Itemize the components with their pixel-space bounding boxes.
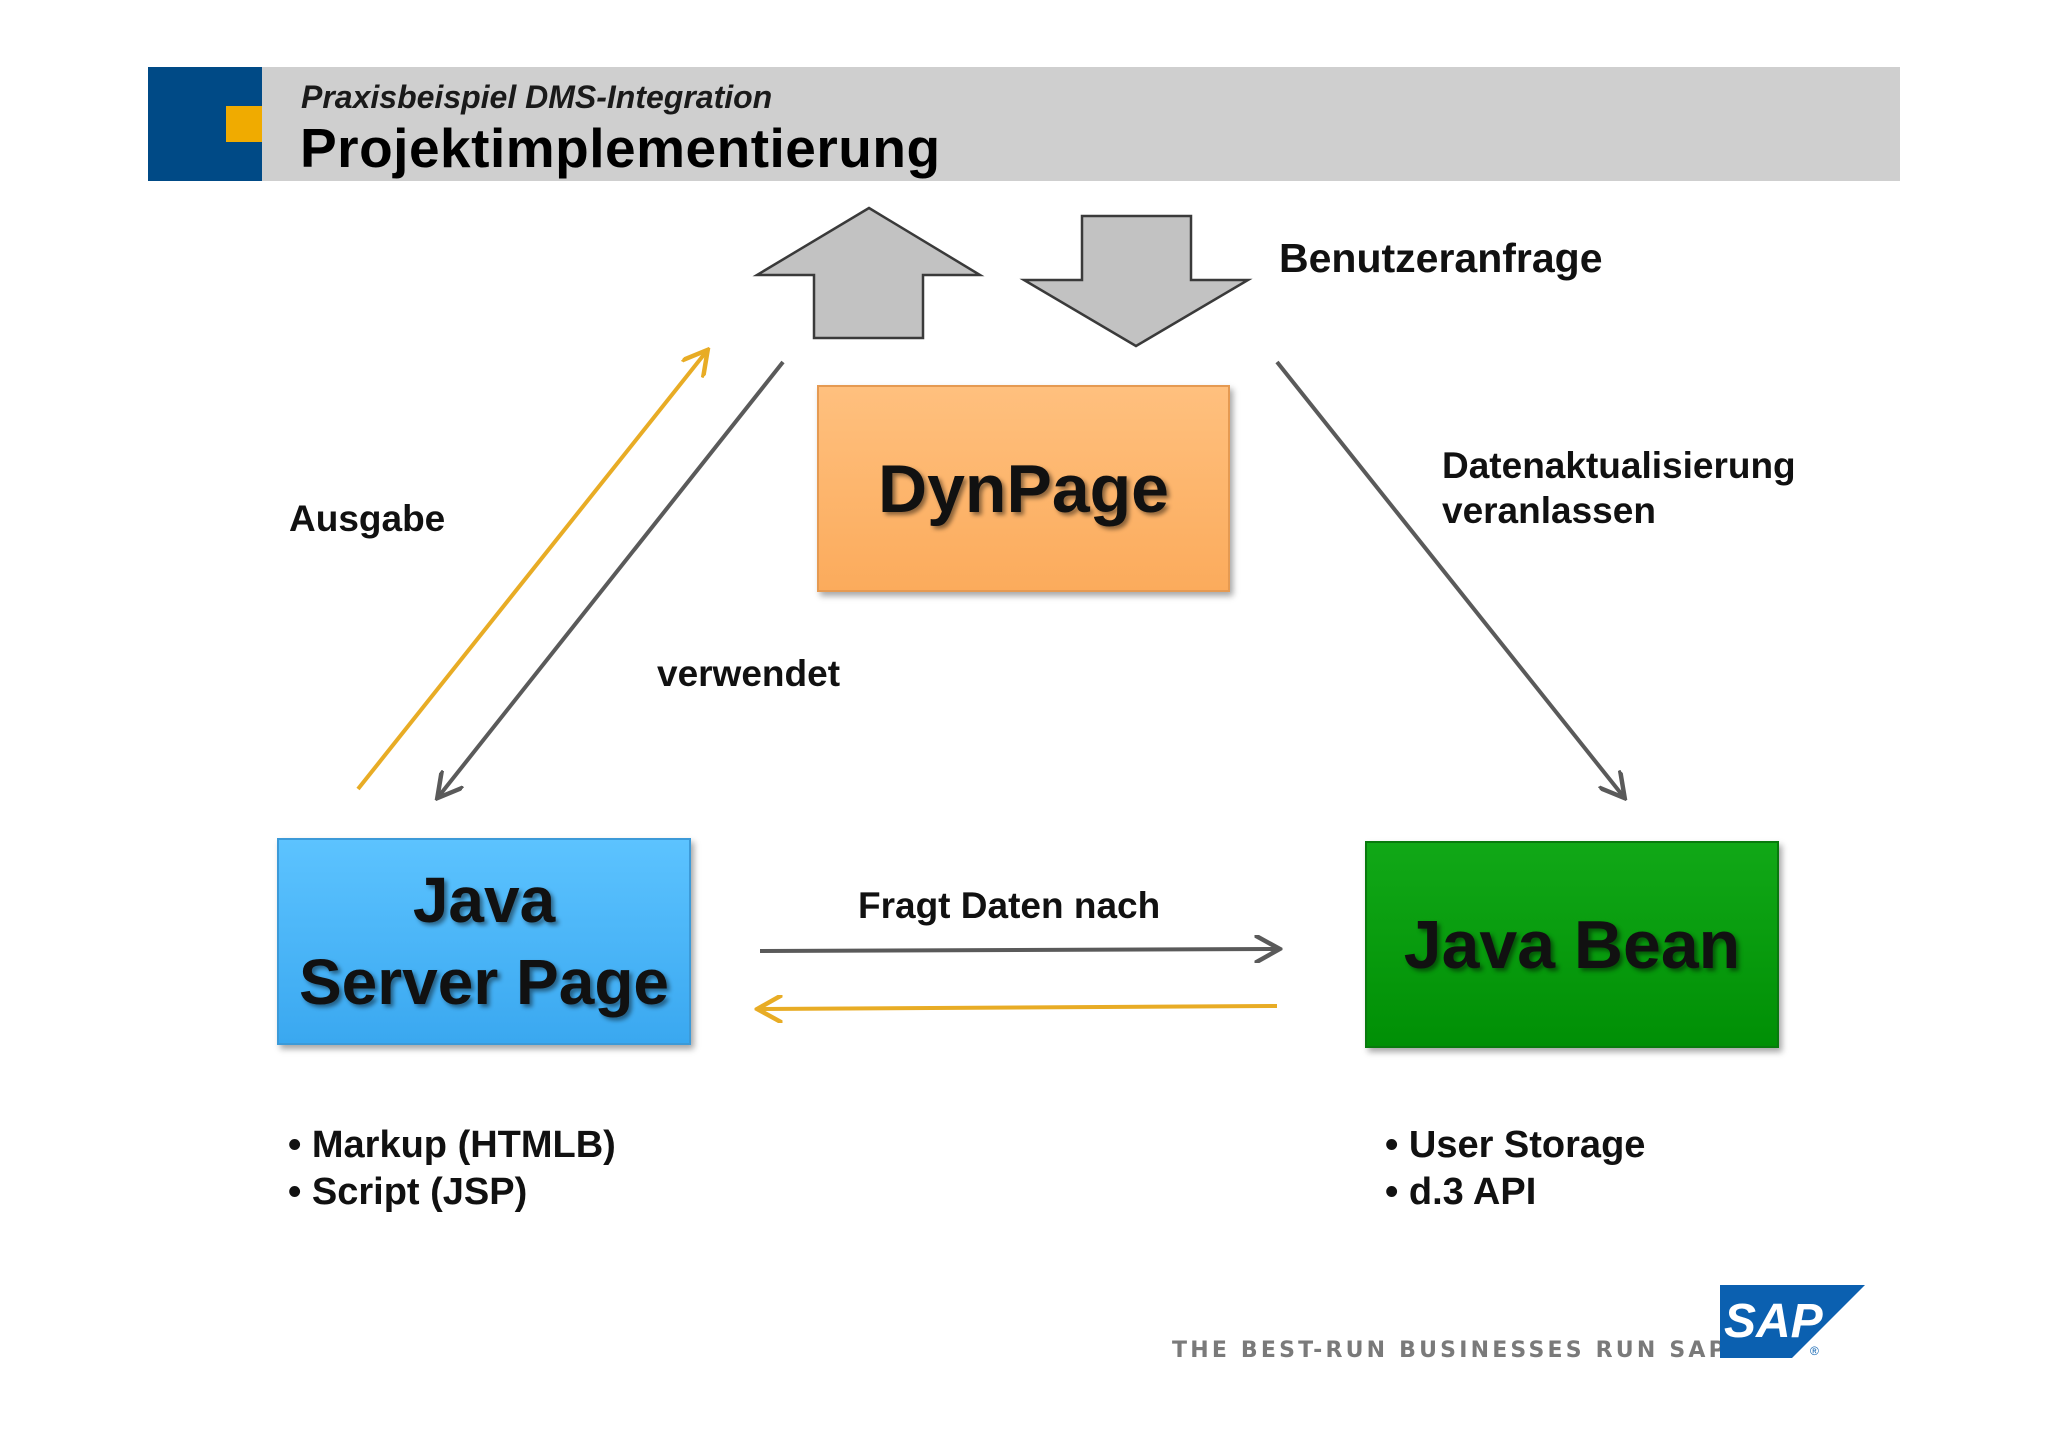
jsp-label-line2: Server Page — [298, 945, 670, 1018]
list-item: Script (JSP) — [288, 1169, 616, 1216]
label-fragt-daten-nach: Fragt Daten nach — [858, 885, 1161, 926]
dynpage-box: DynPage — [817, 385, 1230, 592]
page-title: Projektimplementierung — [300, 117, 941, 179]
list-item: User Storage — [1385, 1122, 1646, 1169]
arrow-ausgabe — [356, 352, 706, 791]
label-datenaktualisierung-line1: Datenaktualisierung — [1442, 445, 1796, 486]
jsp-bullet-list: Markup (HTMLB) Script (JSP) — [288, 1122, 616, 1215]
footer-tagline: THE BEST-RUN BUSINESSES RUN SAP — [1172, 1338, 1728, 1363]
bean-bullet-list: User Storage d.3 API — [1385, 1122, 1646, 1216]
arrow-verwendet — [439, 360, 785, 796]
java-server-page-box: Java Server Page — [277, 838, 691, 1045]
java-server-page-label: Java Server Page — [299, 860, 669, 1023]
list-item: d.3 API — [1385, 1169, 1645, 1216]
page-subtitle: Praxisbeispiel DMS-Integration — [301, 79, 773, 115]
label-datenaktualisierung-line2: veranlassen — [1442, 490, 1656, 532]
label-ausgabe: Ausgabe — [289, 498, 446, 539]
arrow-fragt-daten — [759, 949, 1277, 951]
block-arrow-down — [1019, 214, 1253, 348]
list-item: Markup (HTMLB) — [288, 1122, 616, 1169]
dynpage-label: DynPage — [878, 450, 1169, 527]
java-bean-box: Java Bean — [1365, 841, 1779, 1048]
header-bar — [262, 67, 1900, 181]
header-logo-accent — [226, 106, 262, 142]
java-bean-label: Java Bean — [1403, 906, 1741, 983]
block-arrow-up — [752, 206, 985, 340]
label-benutzeranfrage: Benutzeranfrage — [1279, 235, 1603, 281]
arrow-datenaktualisierung — [1275, 360, 1623, 796]
label-verwendet: verwendet — [657, 653, 841, 694]
arrow-daten-rueckgabe — [760, 1006, 1278, 1009]
svg-text:®: ® — [1810, 1344, 1819, 1358]
sap-logo: SAP ® — [1720, 1285, 1865, 1358]
jsp-label-line1: Java — [412, 864, 556, 937]
label-datenaktualisierung: Datenaktualisierung veranlassen — [1442, 443, 1796, 533]
sap-logo-text: SAP — [1724, 1295, 1824, 1348]
